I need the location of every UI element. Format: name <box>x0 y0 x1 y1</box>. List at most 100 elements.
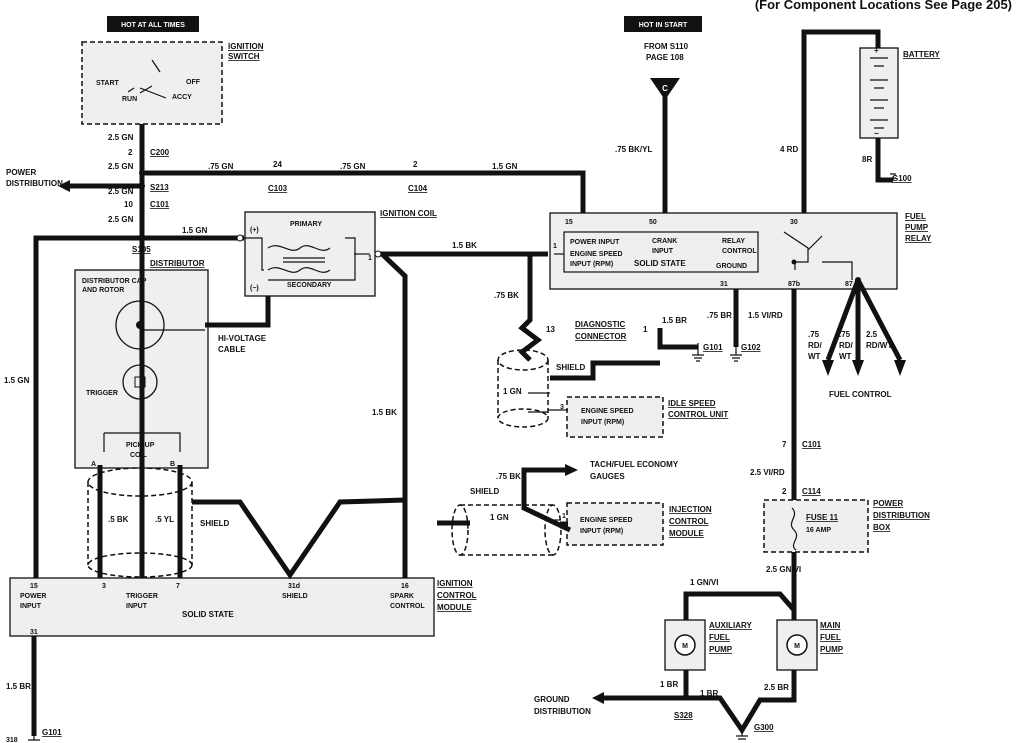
svg-text:CABLE: CABLE <box>218 345 246 354</box>
svg-text:3: 3 <box>102 583 106 590</box>
svg-text:2.5 GN: 2.5 GN <box>108 162 134 171</box>
svg-text:PRIMARY: PRIMARY <box>290 221 322 228</box>
svg-text:COIL: COIL <box>130 452 147 459</box>
svg-text:MODULE: MODULE <box>669 529 704 538</box>
svg-text:C101: C101 <box>802 440 822 449</box>
tach-arrow-icon <box>565 464 578 476</box>
svg-text:1.5 GN: 1.5 GN <box>492 162 518 171</box>
svg-text:RD/: RD/ <box>808 341 823 350</box>
svg-text:TRIGGER: TRIGGER <box>86 390 118 397</box>
ignition-switch-label: IGNITION <box>228 42 264 51</box>
svg-text:87: 87 <box>845 281 853 288</box>
svg-text:CRANK: CRANK <box>652 238 677 245</box>
wire-fuel-control <box>825 278 903 362</box>
wire-shield-to-diag <box>550 360 660 381</box>
svg-text:GROUND: GROUND <box>716 263 747 270</box>
svg-text:DISTRIBUTION: DISTRIBUTION <box>534 707 591 716</box>
svg-text:.75: .75 <box>808 330 820 339</box>
svg-text:7: 7 <box>782 440 787 449</box>
distributor-symbols <box>115 300 165 400</box>
svg-text:G102: G102 <box>741 343 761 352</box>
fuel-pump-relay-box <box>549 212 898 290</box>
svg-text:TRIGGER: TRIGGER <box>126 593 158 600</box>
svg-text:SPARK: SPARK <box>390 593 414 600</box>
svg-text:(−): (−) <box>250 285 259 292</box>
svg-text:1 GN: 1 GN <box>503 387 522 396</box>
svg-text:WT: WT <box>839 352 852 361</box>
svg-text:G101: G101 <box>42 728 62 737</box>
svg-text:S213: S213 <box>150 183 169 192</box>
svg-text:PICK UP: PICK UP <box>126 442 155 449</box>
svg-text:FUEL: FUEL <box>820 633 841 642</box>
svg-text:AUXILIARY: AUXILIARY <box>709 621 752 630</box>
svg-text:CONTROL: CONTROL <box>669 517 709 526</box>
svg-text:IGNITION: IGNITION <box>437 579 473 588</box>
wire-spark-control <box>380 252 408 578</box>
svg-text:2.5 GN: 2.5 GN <box>108 133 134 142</box>
wire-75bk-diag <box>518 254 543 362</box>
connector-c-label: C <box>662 84 668 93</box>
svg-text:PUMP: PUMP <box>905 223 929 232</box>
svg-text:C200: C200 <box>150 148 170 157</box>
svg-text:1: 1 <box>553 243 557 250</box>
svg-text:3: 3 <box>560 404 564 411</box>
svg-text:BOX: BOX <box>873 523 891 532</box>
svg-text:FROM S110: FROM S110 <box>644 42 689 51</box>
svg-text:2.5: 2.5 <box>866 330 878 339</box>
svg-text:WT: WT <box>808 352 821 361</box>
svg-text:318: 318 <box>6 737 18 743</box>
svg-text:.75 BK: .75 BK <box>494 291 519 300</box>
svg-text:MODULE: MODULE <box>437 603 472 612</box>
svg-text:G101: G101 <box>703 343 723 352</box>
svg-text:(+): (+) <box>250 227 259 234</box>
svg-text:ENGINE SPEED: ENGINE SPEED <box>581 408 634 415</box>
svg-text:B: B <box>170 461 175 468</box>
svg-text:POWER: POWER <box>873 499 903 508</box>
svg-text:31d: 31d <box>288 583 300 590</box>
svg-text:POWER INPUT: POWER INPUT <box>570 239 620 246</box>
svg-text:TACH/FUEL ECONOMY: TACH/FUEL ECONOMY <box>590 460 679 469</box>
svg-text:24: 24 <box>273 160 282 169</box>
power-dist-arrow-icon <box>58 180 70 192</box>
svg-text:C103: C103 <box>268 184 288 193</box>
svg-text:G100: G100 <box>892 174 912 183</box>
svg-text:1: 1 <box>368 255 372 262</box>
ignition-switch-box <box>81 41 223 125</box>
svg-text:C104: C104 <box>408 184 428 193</box>
svg-text:RD/: RD/ <box>839 341 854 350</box>
svg-text:2.5 GN: 2.5 GN <box>108 215 134 224</box>
ground-icons <box>28 173 896 741</box>
svg-text:G300: G300 <box>754 723 774 732</box>
svg-text:S328: S328 <box>674 711 693 720</box>
svg-text:OFF: OFF <box>186 79 201 86</box>
svg-text:.5 BK: .5 BK <box>108 515 129 524</box>
svg-text:1 GN: 1 GN <box>490 513 509 522</box>
svg-text:CONTROL: CONTROL <box>722 248 757 255</box>
svg-text:1.5 VI/RD: 1.5 VI/RD <box>748 311 783 320</box>
ignition-control-module-box <box>9 577 435 637</box>
hot-in-start-tag <box>624 16 702 32</box>
svg-text:RELAY: RELAY <box>722 238 745 245</box>
wire-shield-31d <box>192 497 406 580</box>
svg-text:DIAGNOSTIC: DIAGNOSTIC <box>575 320 625 329</box>
svg-text:.5 YL: .5 YL <box>155 515 174 524</box>
battery-box <box>859 47 899 139</box>
svg-text:AND ROTOR: AND ROTOR <box>82 287 124 294</box>
svg-text:POWER: POWER <box>20 593 46 600</box>
svg-text:S105: S105 <box>132 245 151 254</box>
wire-battery-positive <box>801 29 881 213</box>
pdb-box <box>763 499 869 553</box>
svg-text:FUSE 11: FUSE 11 <box>806 513 839 522</box>
hot-at-all-times-text: HOT AT ALL TIMES <box>121 22 185 29</box>
svg-text:−: − <box>874 129 879 138</box>
svg-text:INPUT (RPM): INPUT (RPM) <box>580 528 623 535</box>
svg-text:.75 BR: .75 BR <box>707 311 732 320</box>
page-header: (For Component Locations See Page 205) <box>755 0 1012 12</box>
hot-at-all-times-tag <box>107 16 199 32</box>
svg-text:MAIN: MAIN <box>820 621 841 630</box>
svg-text:50: 50 <box>649 219 657 226</box>
svg-text:15: 15 <box>565 219 573 226</box>
hot-in-start-text: HOT IN START <box>639 22 688 29</box>
svg-text:SOLID STATE: SOLID STATE <box>634 259 686 268</box>
idle-speed-unit-box <box>566 396 664 438</box>
